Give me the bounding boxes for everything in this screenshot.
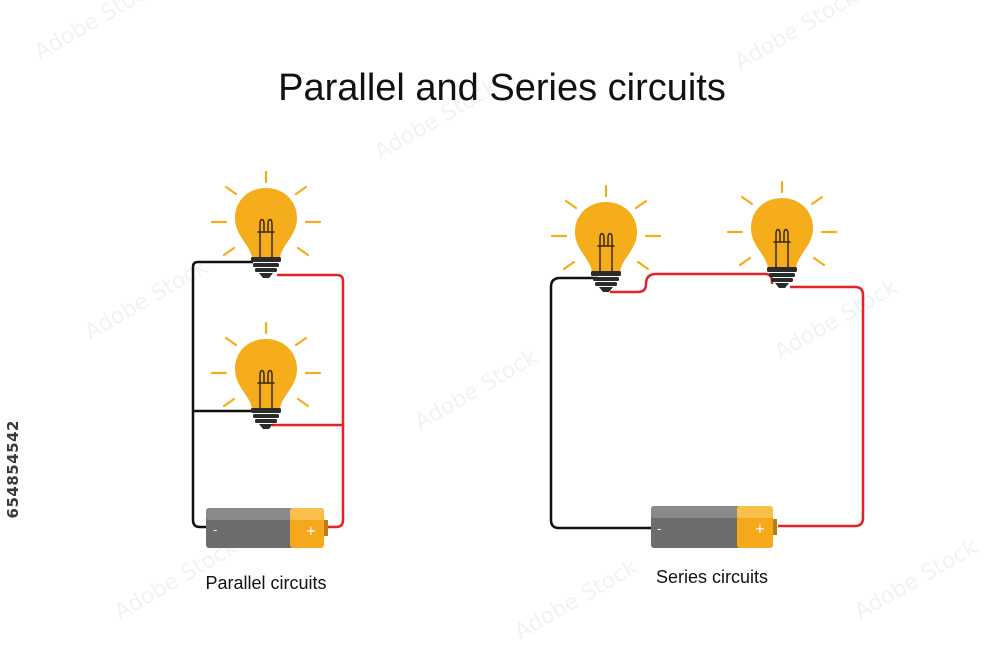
series-negative-wire: [549, 276, 652, 530]
svg-text:Adobe Stock: Adobe Stock: [851, 535, 983, 626]
parallel-caption: Parallel circuits: [205, 573, 326, 593]
battery-icon: - +: [651, 506, 777, 548]
parallel-negative-wire: [191, 260, 253, 529]
page-title: Parallel and Series circuits: [278, 67, 726, 109]
parallel-positive-wire: [272, 273, 345, 529]
battery-icon: - +: [206, 508, 328, 548]
light-bulb-icon: [550, 184, 662, 294]
light-bulb-icon: [210, 321, 322, 431]
svg-text:Adobe Stock: Adobe Stock: [411, 345, 543, 436]
series-link-wire: [610, 272, 774, 294]
series-caption: Series circuits: [656, 567, 768, 587]
stock-id: 654854542: [4, 420, 22, 519]
svg-text:Adobe Stock: Adobe Stock: [511, 555, 643, 646]
battery-negative-symbol: -: [657, 522, 661, 536]
svg-text:Adobe Stock: Adobe Stock: [771, 275, 903, 366]
battery-positive-symbol: +: [755, 522, 766, 537]
parallel-circuit: - + Parallel circuits: [191, 170, 345, 593]
series-circuit: - + Series circuits: [549, 180, 865, 587]
battery-negative-symbol: -: [213, 523, 217, 537]
battery-positive-symbol: +: [306, 524, 317, 539]
light-bulb-icon: [726, 180, 838, 290]
svg-text:Adobe Stock: Adobe Stock: [31, 0, 163, 65]
svg-text:Adobe Stock: Adobe Stock: [731, 0, 863, 75]
series-positive-wire: [778, 285, 865, 528]
